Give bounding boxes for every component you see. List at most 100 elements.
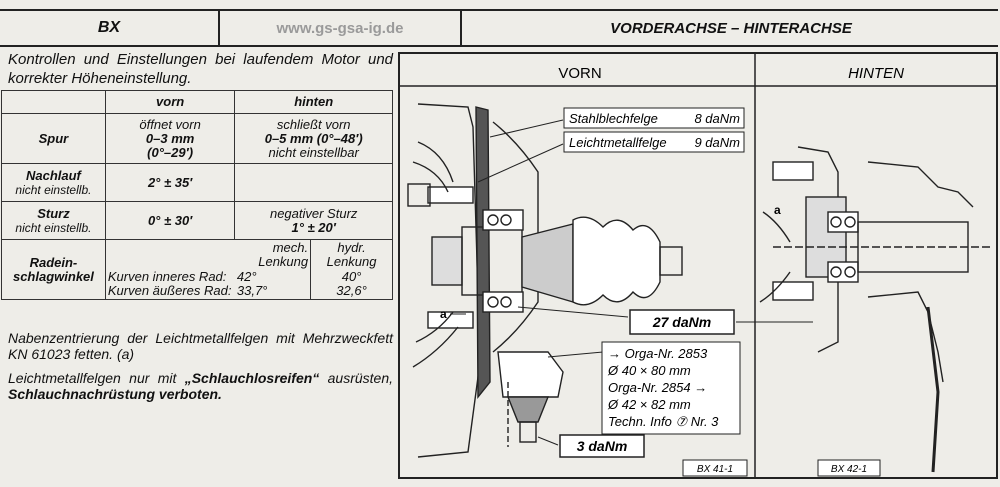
rad-hydr-head: hydr. Lenkung: [310, 239, 393, 270]
text-techn: Techn. Info ⑦ Nr. 3: [608, 414, 719, 429]
note-grease: Nabenzentrierung der Leichtmetallfelgen …: [8, 330, 393, 362]
sturz-hinten: negativer Sturz 1° ± 20′: [234, 201, 393, 240]
rear-tire-line-1: [762, 211, 791, 243]
note-tyres-c: ausrüsten,: [327, 370, 394, 386]
rad-hydr-values: 40° 32,6°: [310, 269, 393, 300]
model-label: BX: [0, 11, 220, 45]
notes-block: Nabenzentrierung der Leichtmetallfelgen …: [8, 330, 393, 410]
leader-3: [537, 436, 559, 446]
text-27: 27 daNm: [652, 314, 711, 330]
row-nachlauf: Nachlauf nicht einstellb. 2° ± 35′: [1, 163, 393, 202]
diagram-frame: [398, 52, 998, 479]
header-hinten: hinten: [234, 90, 393, 114]
text-leicht-val: 9 daNm: [694, 135, 740, 150]
nachlauf-title: Nachlauf: [25, 167, 81, 183]
rear-bearing-top: [827, 211, 859, 233]
front-tire-line-2: [412, 161, 449, 193]
front-tire-line-3: [415, 311, 454, 343]
mech-l2: Lenkung: [258, 253, 309, 269]
label-a-rear: a: [774, 203, 781, 217]
sturz-vorn: 0° ± 30′: [104, 201, 236, 240]
website-url[interactable]: www.gs-gsa-ig.de: [276, 19, 404, 37]
rear-tire-line-2: [759, 271, 791, 303]
spur-hinten: schließt vorn 0–5 mm (0°–48′) nicht eins…: [234, 113, 393, 164]
rear-ball-3: [830, 266, 842, 278]
front-hub-body: [461, 226, 523, 296]
row-rad-head: Radein- schlagwinkel mech. Lenkung hydr.…: [1, 239, 393, 300]
spur-vorn-text: öffnet vorn: [139, 116, 201, 132]
note-tyres: Leichtmetallfelgen nur mit „Schlauchlosr…: [8, 370, 393, 402]
label-a-front: a: [440, 307, 447, 321]
spur-vorn: öffnet vorn 0–3 mm (0°–29′): [104, 113, 236, 164]
text-orga2-dim: Ø 42 × 82 mm: [607, 397, 691, 412]
rad-row1-label: Kurven inneres Rad:: [107, 269, 227, 285]
text-fig2: BX 42-1: [831, 464, 867, 475]
rear-bearing-bottom: [827, 261, 859, 283]
front-hub-nut: [431, 236, 463, 286]
bearing-ball-2: [500, 214, 512, 226]
leader-leicht: [477, 143, 564, 183]
mech-l1: mech.: [272, 239, 309, 255]
rear-ball-2: [844, 216, 856, 228]
note-tyres-d: Schlauchnachrüstung verboten.: [8, 386, 222, 402]
label-vorn: VORN: [558, 65, 601, 82]
rear-bolt-bottom: [772, 281, 814, 301]
intro-text: Kontrollen und Einstellungen bei laufend…: [8, 51, 393, 87]
text-orga2: Orga-Nr. 2854 →: [608, 380, 707, 395]
text-3: 3 daNm: [577, 438, 628, 454]
leader-27: [517, 306, 629, 318]
nachlauf-sub: nicht einstellb.: [15, 182, 92, 197]
rad-label: Radein- schlagwinkel: [1, 239, 106, 300]
spur-label: Spur: [1, 113, 106, 164]
box-27: [629, 309, 735, 335]
text-leicht-label: Leichtmetallfelge: [569, 135, 667, 150]
row-rad-values: Kurven inneres Rad: Kurven äußeres Rad: …: [2, 269, 393, 300]
row-spur: Spur öffnet vorn 0–3 mm (0°–29′) schließ…: [1, 113, 393, 164]
spur-vorn-angle: (0°–29′): [147, 144, 194, 160]
rad-label-2: schlagwinkel: [12, 268, 94, 284]
front-bolt-top: [427, 186, 474, 204]
front-driveshaft-joint: [521, 223, 574, 303]
rad-row2-label: Kurven äußeres Rad:: [107, 283, 232, 299]
front-tire-line-4: [412, 326, 459, 368]
spur-hinten-value: 0–5 mm (0°–48′): [264, 130, 363, 146]
rad-row2-hydr: 32,6°: [336, 283, 367, 299]
bearing-ball-1: [487, 214, 499, 226]
table-header-row: vorn hinten: [1, 90, 393, 114]
sturz-sub: nicht einstellb.: [15, 220, 92, 235]
rear-trailing-arm: [926, 306, 940, 473]
text-orga1-dim: Ø 40 × 80 mm: [607, 363, 691, 378]
front-bearing-top: [482, 209, 524, 231]
rad-row-labels: Kurven inneres Rad: Kurven äußeres Rad:: [104, 269, 235, 300]
front-balljoint-housing: [497, 351, 564, 398]
rear-arm-top: [867, 161, 974, 208]
text-orga1: → Orga-Nr. 2853: [608, 346, 708, 361]
box-fig1: [682, 459, 748, 477]
front-bearing-bottom: [482, 291, 524, 313]
hydr-l2: Lenkung: [326, 253, 377, 269]
text-fig1: BX 41-1: [697, 464, 733, 475]
front-bolt-head-top: [407, 183, 431, 207]
label-hinten: HINTEN: [848, 65, 904, 82]
rear-knuckle: [797, 146, 839, 353]
text-stahl-label: Stahlblechfelge: [569, 111, 658, 126]
bearing-ball-3: [487, 296, 499, 308]
rear-ball-4: [844, 266, 856, 278]
rad-mech-values: 42° 33,7°: [234, 269, 312, 300]
hydr-l1: hydr.: [337, 239, 366, 255]
rear-ball-1: [830, 216, 842, 228]
header-vorn: vorn: [104, 90, 236, 114]
note-tyres-b: „Schlauchlosreifen“: [184, 370, 320, 386]
rad-mech-head: mech. Lenkung: [104, 239, 312, 270]
rad-label-1: Radein-: [29, 254, 78, 270]
front-hub-drawing: [407, 103, 683, 458]
spec-table: vorn hinten Spur öffnet vorn 0–3 mm (0°–…: [1, 90, 393, 300]
sturz-hinten-text: negativer Sturz: [269, 205, 358, 221]
sturz-hinten-value: 1° ± 20′: [291, 219, 336, 235]
rad-row1-hydr: 40°: [341, 269, 362, 285]
rad-row1-mech: 42°: [236, 269, 257, 285]
front-bolt-bottom: [427, 311, 474, 329]
axle-diagram: VORN HINTEN: [398, 52, 998, 479]
nachlauf-vorn: 2° ± 35′: [104, 163, 236, 202]
box-leicht: [563, 131, 745, 153]
